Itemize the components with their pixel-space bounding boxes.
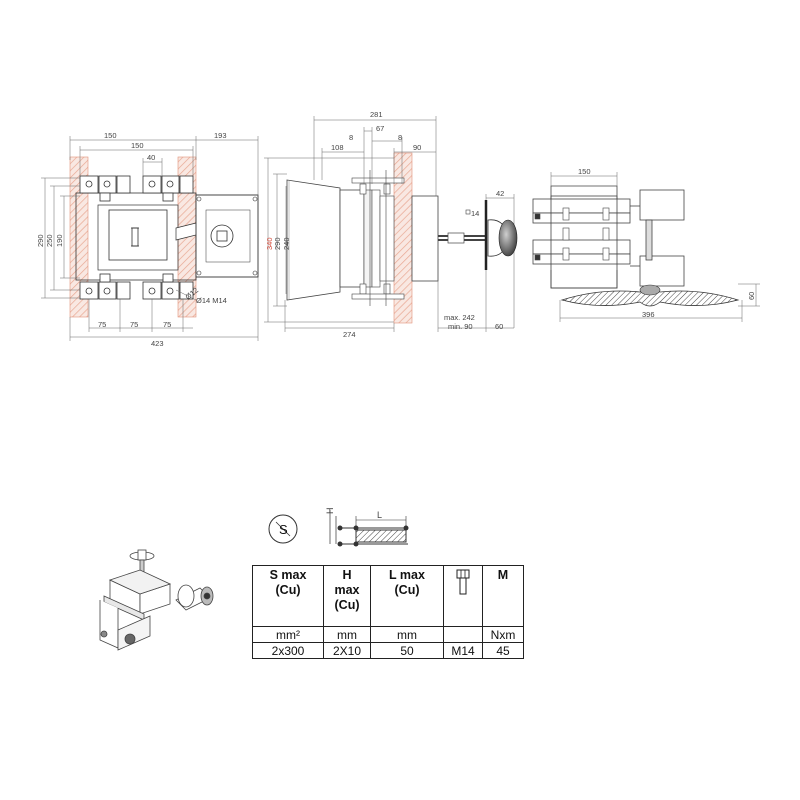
unit-bolt <box>443 626 483 643</box>
unit-s: mm² <box>252 626 324 643</box>
busbar-icons: S H L <box>268 508 409 547</box>
dim-side-left-240: 240 <box>282 237 291 250</box>
terminals-top <box>79 175 194 202</box>
header-m: M <box>482 565 524 627</box>
dim-front-top-b: 193 <box>214 131 227 140</box>
table-values-row: 2x300 2X10 50 M14 45 <box>252 642 524 659</box>
dim-top-150: 150 <box>578 167 591 176</box>
header-h-max: H max (Cu) <box>323 565 371 627</box>
dim-side-bolt-14: 14 <box>471 209 479 218</box>
side-body-flare <box>286 179 341 301</box>
h-label: H <box>325 508 335 515</box>
value-s: 2x300 <box>252 642 324 659</box>
shaft-square <box>216 230 228 242</box>
header-bolt-icon <box>443 565 483 627</box>
terminals-bottom <box>79 273 194 300</box>
handle-base-plate <box>560 287 740 307</box>
dim-front-top-a: 150 <box>104 131 117 140</box>
dim-front-bot-c: 75 <box>163 320 171 329</box>
dim-front-left-b: 250 <box>45 234 54 247</box>
table-header-row: S max (Cu) H max (Cu) L max (Cu) M <box>252 565 524 627</box>
dim-front-left-a: 290 <box>36 234 45 247</box>
header-l-max: L max (Cu) <box>370 565 444 627</box>
dim-front-top-c: 150 <box>131 141 144 150</box>
header-s-max: S max (Cu) <box>252 565 324 627</box>
dim-front-left-c: 190 <box>55 234 64 247</box>
dim-front-bot-a: 75 <box>98 320 106 329</box>
value-bolt: M14 <box>443 642 483 659</box>
front-view: 150 193 150 40 75 75 75 423 Ø14 M14 290 … <box>36 131 259 348</box>
front-panel-hatch-left <box>69 156 89 318</box>
dim-front-top-d: 40 <box>147 153 155 162</box>
value-l: 50 <box>370 642 444 659</box>
unit-l: mm <box>370 626 444 643</box>
value-m: 45 <box>482 642 524 659</box>
busbar-dimension-icon: H L <box>325 508 409 547</box>
table-units-row: mm² mm mm Nxm <box>252 626 524 643</box>
dim-side-top-42: 42 <box>496 189 504 198</box>
dim-top-396: 396 <box>642 310 655 319</box>
dim-front-bot-total: 423 <box>151 339 164 348</box>
dim-side-left-290: 290 <box>273 237 282 250</box>
terminal-assembly-icon <box>99 549 214 651</box>
dim-side-min: min. 90 <box>448 322 473 331</box>
spec-table: S max (Cu) H max (Cu) L max (Cu) M mm² m… <box>252 565 524 659</box>
l-label: L <box>377 510 382 520</box>
s-label: S <box>279 522 288 537</box>
unit-h: mm <box>323 626 371 643</box>
handle-knob-icon <box>498 219 518 257</box>
dim-side-top-8a: 8 <box>349 133 353 142</box>
dim-side-max: max. 242 <box>444 313 475 322</box>
dim-top-right-60: 60 <box>747 292 756 300</box>
bolt-icon <box>456 569 470 595</box>
dim-side-top-8b: 8 <box>398 133 402 142</box>
dim-side-bottom-274: 274 <box>343 330 356 339</box>
value-h: 2X10 <box>323 642 371 659</box>
dim-front-screw-note: Ø14 M14 <box>196 296 227 305</box>
dim-side-top-108: 108 <box>331 143 344 152</box>
position-indicator <box>131 227 139 247</box>
dim-side-top-90: 90 <box>413 143 421 152</box>
dim-side-bottom-60: 60 <box>495 322 503 331</box>
unit-m: Nxm <box>482 626 524 643</box>
side-view: 281 8 67 108 8 90 274 max. 242 min. 90 6… <box>264 110 518 339</box>
top-view: 150 396 60 <box>532 167 760 322</box>
dim-side-left-340: 340 <box>265 237 274 250</box>
dim-front-bot-b: 75 <box>130 320 138 329</box>
dim-side-top-67: 67 <box>376 124 384 133</box>
dim-side-top-total: 281 <box>370 110 383 119</box>
